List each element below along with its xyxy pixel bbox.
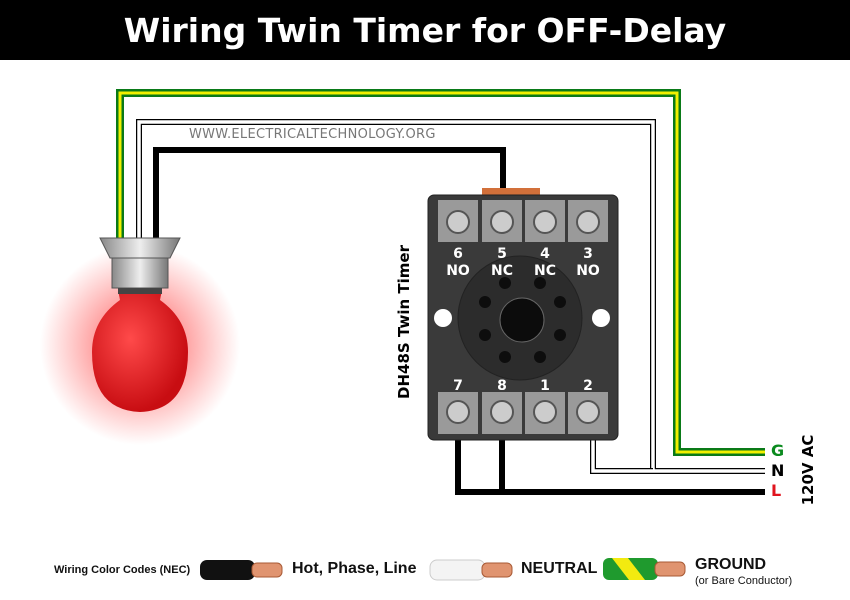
ground-wire-swatch (603, 558, 686, 580)
terminal-6-label: 6 NO (443, 246, 473, 280)
lamp (40, 237, 240, 445)
terminal-number: 5 (497, 246, 507, 262)
terminal-number: 3 (583, 246, 593, 262)
terminal-type: NO (446, 263, 470, 279)
ground-wire (116, 89, 765, 456)
timer-base (427, 188, 619, 441)
terminal-8-label: 8 (497, 378, 507, 394)
terminal-7-label: 7 (453, 378, 463, 394)
legend-hot-label: Hot, Phase, Line (292, 560, 417, 577)
watermark: WWW.ELECTRICALTECHNOLOGY.ORG (189, 127, 436, 142)
terminal-type: NC (491, 263, 513, 279)
terminal-3-label: 3 NO (573, 246, 603, 280)
legend-neutral-label: NEUTRAL (521, 560, 598, 577)
terminal-type: NO (576, 263, 600, 279)
supply-n-label: N (771, 461, 785, 480)
terminal-4-label: 4 NC (530, 246, 560, 280)
legend-ground-sublabel: (or Bare Conductor) (695, 575, 793, 587)
supply-l-label: L (771, 481, 782, 500)
wiring-legend: Wiring Color Codes (NEC) Hot, Phase, Lin… (0, 548, 850, 598)
bulb-symbol-icon (499, 297, 545, 343)
page-title: Wiring Twin Timer for OFF-Delay (0, 0, 850, 60)
legend-ground-label: GROUND (695, 556, 767, 573)
line-wire (455, 420, 765, 495)
terminal-1-label: 1 (540, 378, 550, 394)
terminal-5-label: 5 NC (487, 246, 517, 280)
hot-wire-swatch (200, 560, 283, 580)
supply-voltage-label: 120V AC (799, 434, 817, 506)
terminal-number: 4 (540, 246, 550, 262)
timer-name: DH48S Twin Timer (395, 245, 413, 399)
terminal-type: NC (534, 263, 556, 279)
legend-title: Wiring Color Codes (NEC) (54, 564, 191, 576)
hot-wire-bulb (153, 147, 506, 245)
supply-g-label: G (771, 441, 785, 460)
terminal-number: 6 (453, 246, 463, 262)
terminal-2-label: 2 (583, 378, 593, 394)
neutral-wire-swatch (429, 559, 513, 581)
